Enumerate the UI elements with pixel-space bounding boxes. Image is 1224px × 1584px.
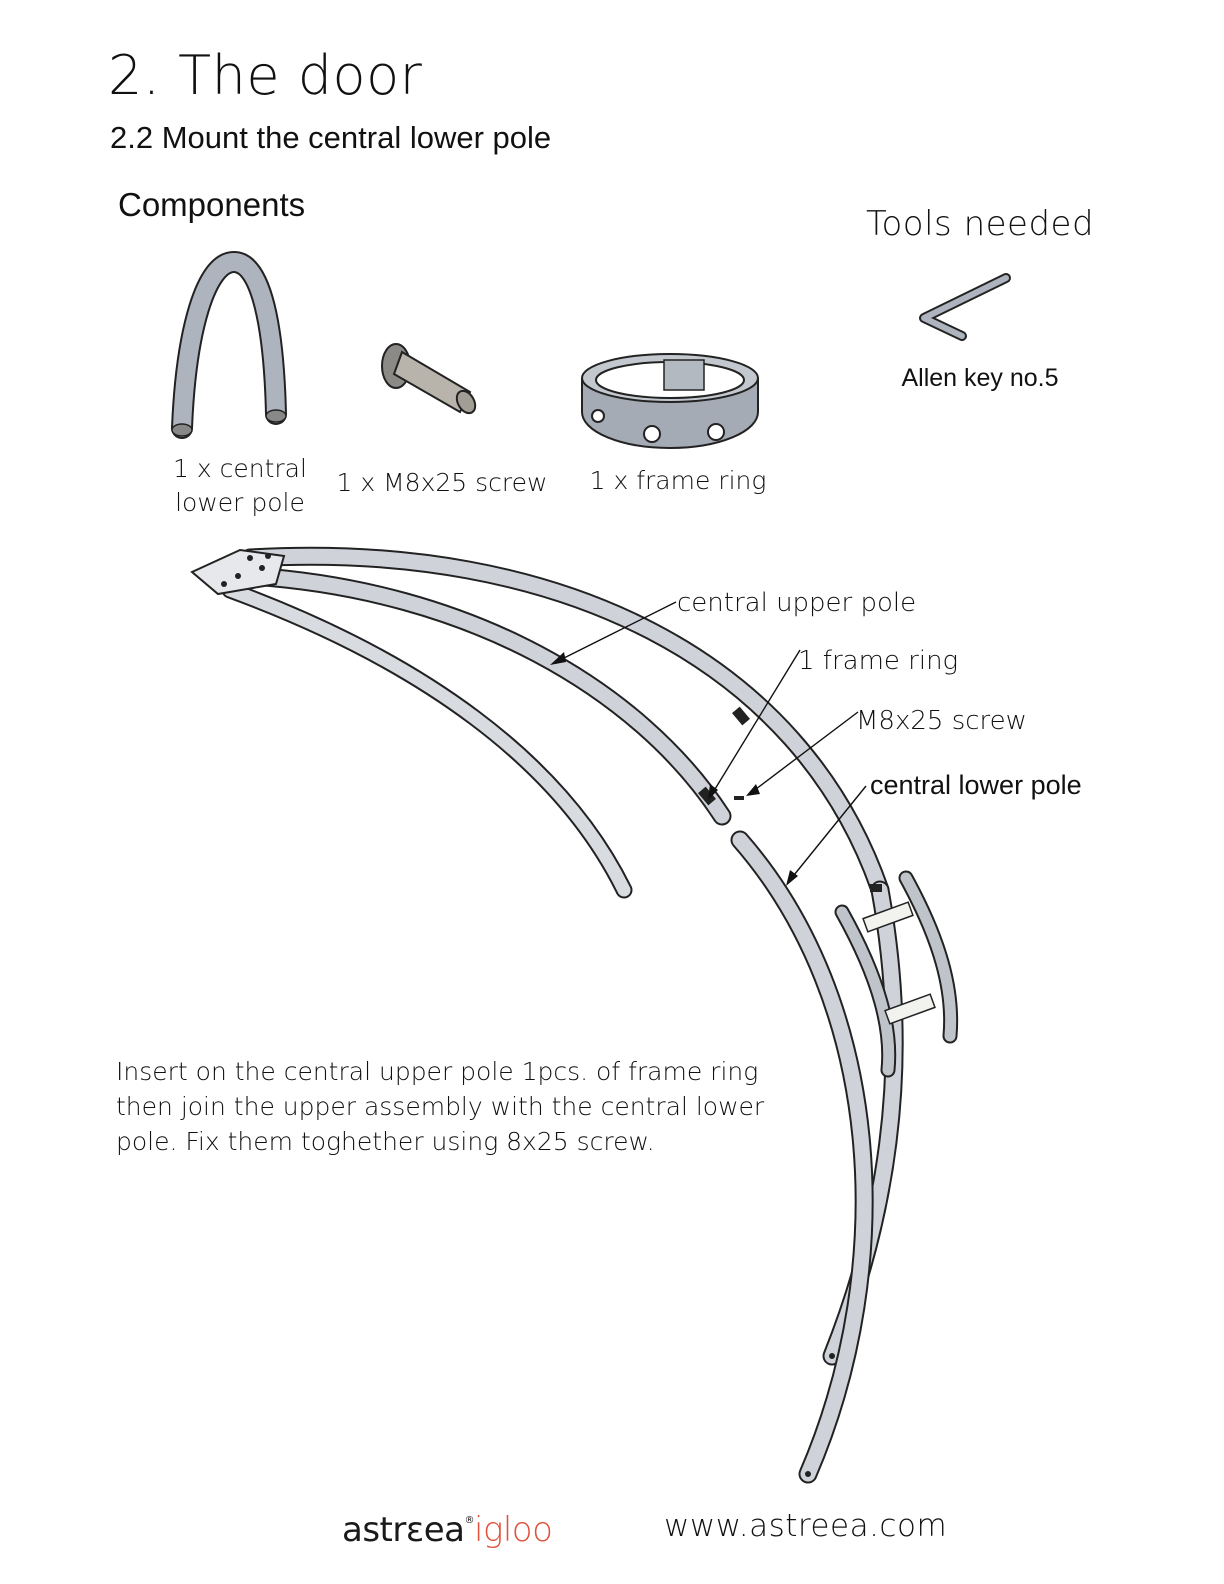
component-caption-frame-ring: 1 x frame ring xyxy=(589,466,767,495)
label-central-upper-pole: central upper pole xyxy=(677,588,917,618)
screw-icon xyxy=(381,343,477,415)
instruction-line: Insert on the central upper pole 1pcs. o… xyxy=(116,1057,759,1086)
component-caption-screw: 1 x M8x25 screw xyxy=(336,468,548,497)
tool-caption-allen-key: Allen key no.5 xyxy=(901,364,1059,392)
frame-ring-icon xyxy=(581,353,759,449)
label-frame-ring: 1 frame ring xyxy=(798,646,959,676)
website-url: www.astreea.com xyxy=(664,1508,948,1544)
label-central-lower-pole: central lower pole xyxy=(870,770,1082,800)
step-title: 2.2 Mount the central lower pole xyxy=(110,120,552,155)
allen-key-icon xyxy=(919,273,1011,341)
brand-logo: astrεea®igloo xyxy=(342,1510,553,1550)
instruction-text: Insert on the central upper pole 1pcs. o… xyxy=(116,1054,816,1159)
components-heading: Components xyxy=(118,186,306,223)
assembly-diagram xyxy=(190,546,959,1484)
label-screw: M8x25 screw xyxy=(856,706,1027,736)
instruction-line: pole. Fix them toghether using 8x25 scre… xyxy=(116,1127,655,1156)
section-title: 2. The door xyxy=(108,44,423,107)
curved-pole-icon xyxy=(171,250,287,439)
component-caption-central-lower-pole: 1 x central lower pole xyxy=(173,454,307,517)
tools-heading: Tools needed xyxy=(866,204,1095,244)
instruction-line: then join the upper assembly with the ce… xyxy=(116,1092,765,1121)
